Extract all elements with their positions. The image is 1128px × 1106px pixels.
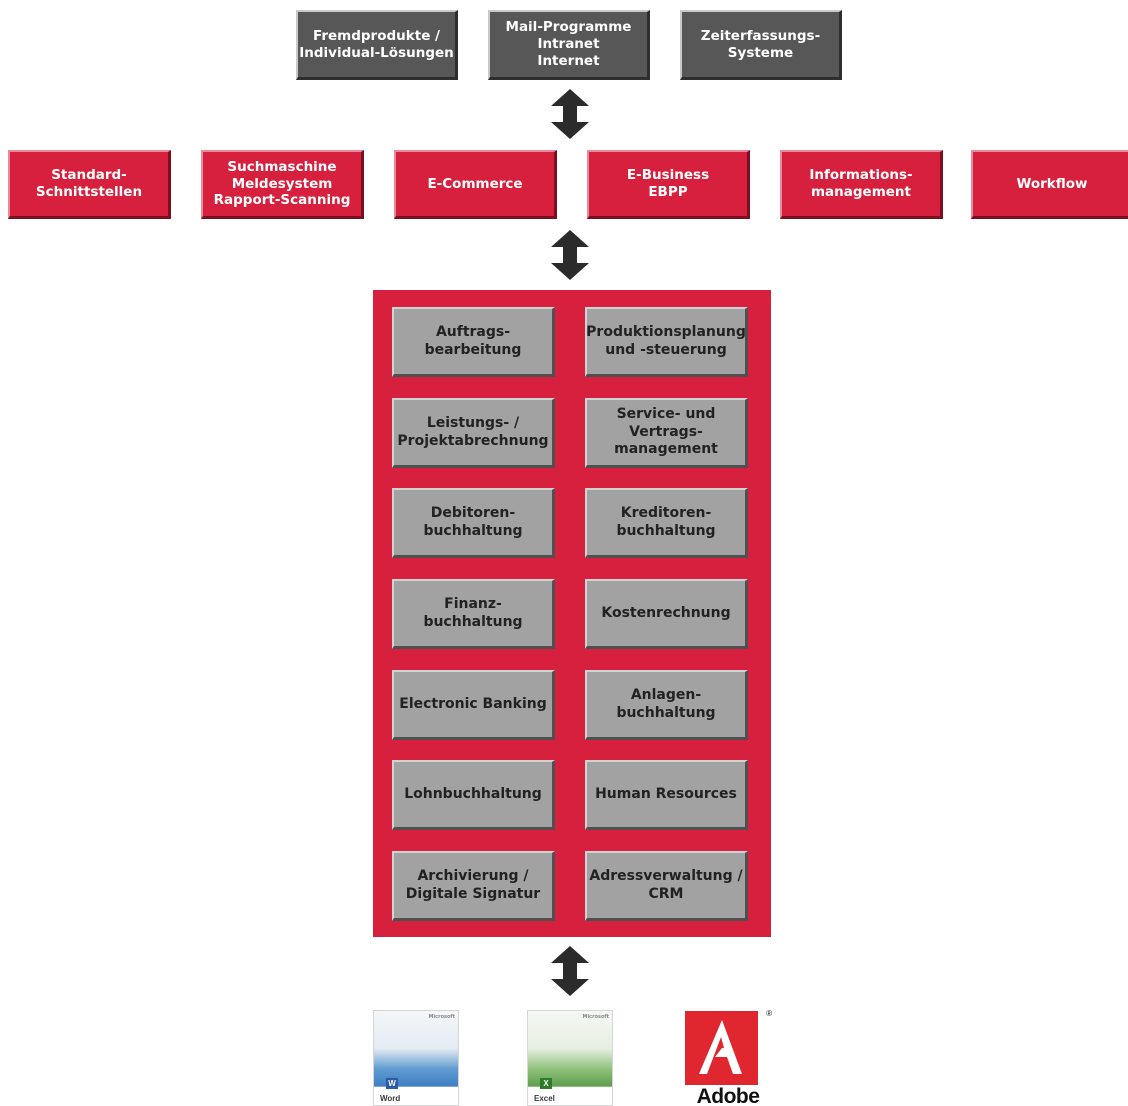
module-anlagenbuchhaltung: Anlagen- buchhaltung	[585, 670, 748, 740]
brand-text: Microsoft	[428, 1014, 455, 1020]
double-arrow-icon	[551, 230, 589, 280]
word-label: Word	[380, 1094, 401, 1103]
module-finanzbuchhaltung: Finanz- buchhaltung	[392, 579, 555, 649]
excel-logo-icon: Microsoft X Excel	[527, 1010, 613, 1106]
module-human-resources: Human Resources	[585, 760, 748, 830]
adobe-mark-icon	[685, 1011, 758, 1085]
box-suchmaschine: Suchmaschine Meldesystem Rapport-Scannin…	[201, 150, 364, 219]
box-workflow: Workflow	[971, 150, 1128, 219]
module-adressverwaltung: Adressverwaltung / CRM	[585, 851, 748, 921]
module-electronic-banking: Electronic Banking	[392, 670, 555, 740]
double-arrow-icon	[551, 946, 589, 996]
registered-mark: ®	[766, 1009, 772, 1018]
adobe-label: Adobe	[696, 1085, 760, 1106]
word-logo-icon: Microsoft W Word	[373, 1010, 459, 1106]
excel-app-icon: X	[540, 1078, 552, 1089]
module-leistungsabrechnung: Leistungs- / Projektabrechnung	[392, 398, 555, 468]
excel-label: Excel	[534, 1094, 555, 1103]
box-e-commerce: E-Commerce	[394, 150, 557, 219]
module-lohnbuchhaltung: Lohnbuchhaltung	[392, 760, 555, 830]
module-archivierung: Archivierung / Digitale Signatur	[392, 851, 555, 921]
module-kostenrechnung: Kostenrechnung	[585, 579, 748, 649]
box-e-business: E-Business EBPP	[587, 150, 750, 219]
module-service-vertragsmanagement: Service- und Vertrags- management	[585, 398, 748, 468]
module-auftragsbearbeitung: Auftrags- bearbeitung	[392, 307, 555, 377]
box-standard-schnittstellen: Standard- Schnittstellen	[8, 150, 171, 219]
double-arrow-icon	[551, 89, 589, 139]
brand-text: Microsoft	[582, 1014, 609, 1020]
module-kreditorenbuchhaltung: Kreditoren- buchhaltung	[585, 488, 748, 558]
module-debitorenbuchhaltung: Debitoren- buchhaltung	[392, 488, 555, 558]
box-mail-programme: Mail-Programme Intranet Internet	[488, 10, 650, 80]
module-produktionsplanung: Produktionsplanung und -steuerung	[585, 307, 748, 377]
box-informationsmanagement: Informations- management	[780, 150, 943, 219]
box-fremdprodukte: Fremdprodukte / Individual-Lösungen	[296, 10, 458, 80]
word-app-icon: W	[386, 1078, 398, 1089]
adobe-logo-icon: ® Adobe	[683, 1008, 773, 1106]
box-zeiterfassung: Zeiterfassungs- Systeme	[680, 10, 842, 80]
